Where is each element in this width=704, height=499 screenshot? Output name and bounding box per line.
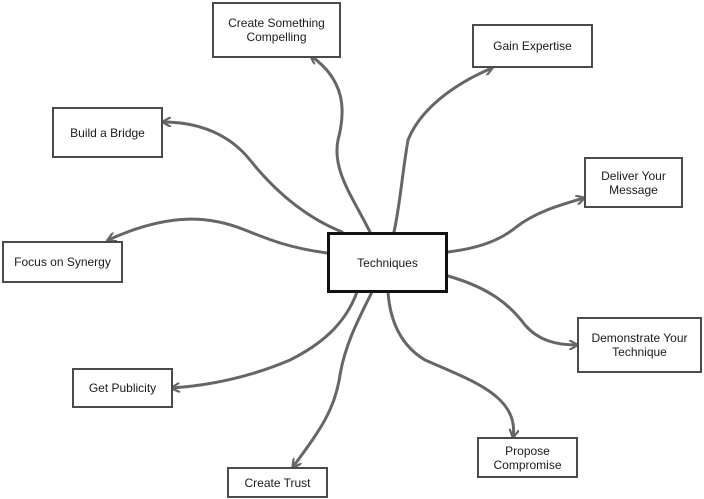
- connector-create-trust: [293, 290, 374, 467]
- center-node-techniques[interactable]: Techniques: [327, 232, 448, 293]
- node-label: Deliver Your Message: [601, 168, 666, 197]
- node-create-something-compelling[interactable]: Create Something Compelling: [212, 2, 341, 58]
- node-label: Create Something Compelling: [228, 16, 325, 44]
- node-demonstrate-your-technique[interactable]: Demonstrate Your Technique: [577, 317, 702, 373]
- node-label: Gain Expertise: [493, 39, 572, 53]
- node-gain-expertise[interactable]: Gain Expertise: [472, 24, 593, 68]
- node-label: Demonstrate Your Technique: [591, 331, 688, 359]
- node-label: Focus on Synergy: [14, 255, 111, 269]
- connector-propose-compromise: [386, 290, 514, 437]
- node-label: Build a Bridge: [70, 125, 145, 140]
- connector-gain-expertise: [392, 68, 492, 234]
- center-node-label: Techniques: [357, 255, 418, 270]
- connector-create-something-compelling: [311, 56, 372, 234]
- node-label: Propose Compromise: [493, 443, 562, 472]
- node-create-trust[interactable]: Create Trust: [227, 467, 328, 498]
- node-label: Get Publicity: [88, 381, 157, 395]
- connector-deliver-your-message: [446, 198, 584, 254]
- node-propose-compromise[interactable]: Propose Compromise: [477, 437, 578, 478]
- connector-get-publicity: [172, 290, 359, 388]
- node-get-publicity[interactable]: Get Publicity: [72, 368, 173, 408]
- node-build-a-bridge[interactable]: Build a Bridge: [52, 107, 163, 158]
- node-deliver-your-message[interactable]: Deliver Your Message: [584, 157, 683, 208]
- node-focus-on-synergy[interactable]: Focus on Synergy: [2, 241, 123, 283]
- connector-build-a-bridge: [163, 122, 344, 234]
- node-label: Create Trust: [244, 475, 311, 490]
- connector-focus-on-synergy: [108, 217, 329, 255]
- connector-demonstrate-your-technique: [446, 274, 577, 345]
